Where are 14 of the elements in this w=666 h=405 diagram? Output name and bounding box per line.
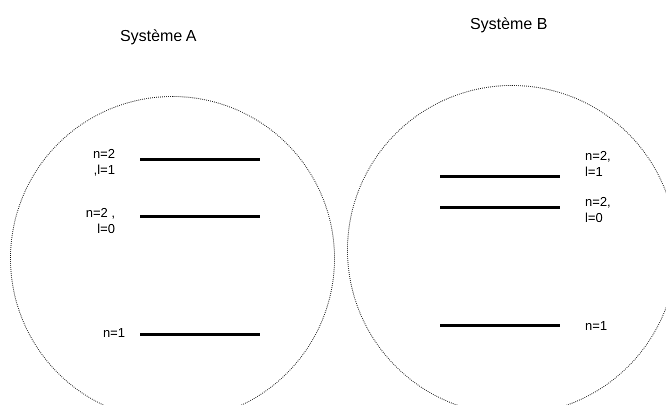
energy-level-line [140, 333, 260, 336]
level-label: n=2 , l=0 [84, 205, 115, 237]
system-title: Système A [120, 28, 196, 46]
level-label: n=1 [102, 325, 125, 341]
level-label: n=2, l=0 [585, 194, 612, 226]
energy-level-line [140, 215, 260, 218]
energy-level-line [140, 158, 260, 161]
system-title: Système B [470, 16, 548, 34]
level-label: n=2, l=1 [585, 148, 612, 180]
energy-level-line [440, 206, 560, 209]
energy-level-line [440, 324, 560, 327]
level-label: n=2 ,l=1 [92, 146, 115, 178]
energy-level-line [440, 175, 560, 178]
level-label: n=1 [585, 318, 608, 334]
